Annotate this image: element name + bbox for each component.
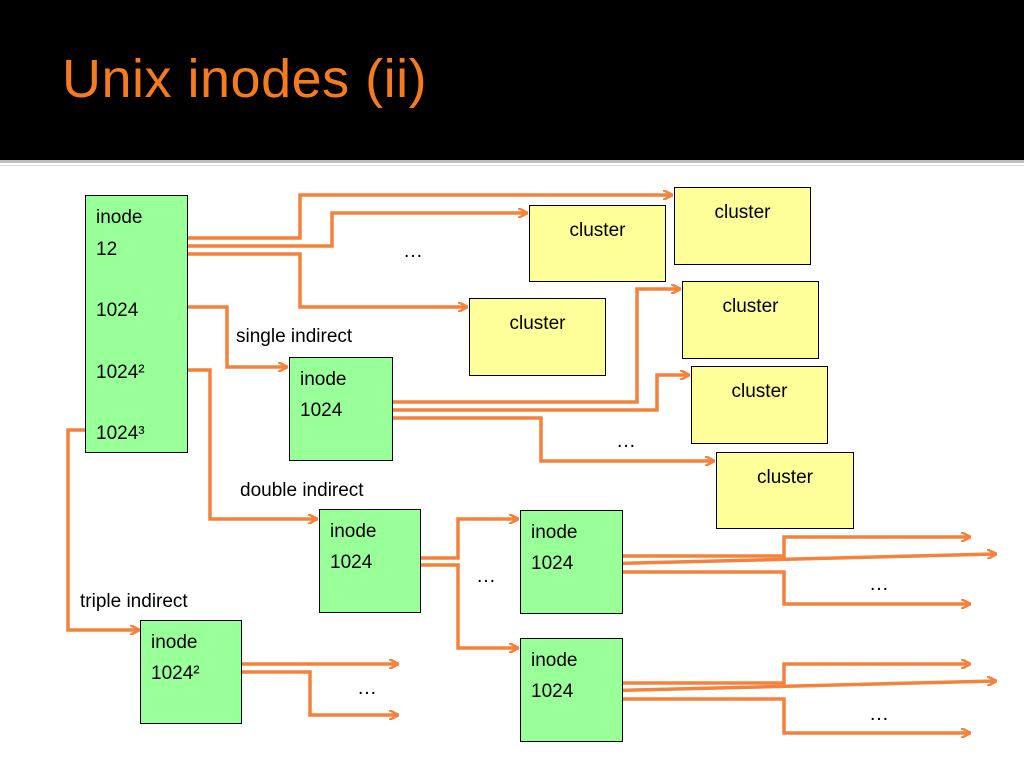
cluster-direct-1: cluster [674, 187, 811, 265]
arrow-dct-2 [596, 554, 996, 566]
single-inode-title: inode [300, 369, 347, 390]
cluster-single-3: cluster [716, 452, 854, 529]
cluster-single-2: cluster [691, 366, 828, 444]
cluster-direct-2: cluster [529, 205, 666, 282]
main-inode-row-triple: 1024³ [96, 423, 145, 444]
triple-inode-count: 1024² [151, 663, 200, 684]
main-inode-row-double: 1024² [96, 362, 145, 383]
arrow-single-3 [367, 416, 714, 461]
cluster-label: cluster [722, 296, 779, 317]
triple-inode-title: inode [151, 632, 198, 653]
double-child-bottom-title: inode [531, 650, 578, 671]
triple-indirect-inode-box: inode 1024² [140, 620, 242, 724]
double-indirect-inode-box: inode 1024 [319, 509, 421, 613]
double-inode-count: 1024 [330, 552, 373, 573]
header-divider-thin [0, 165, 1024, 166]
arrow-triple-indirect [66, 428, 139, 630]
arrow-double-1 [398, 519, 518, 560]
main-inode-box: inode 12 1024 1024² 1024³ [85, 195, 188, 453]
double-inode-title: inode [330, 521, 377, 542]
arrow-double-2 [398, 563, 518, 648]
title-bar [0, 0, 1024, 160]
label-triple-indirect: triple indirect [80, 591, 188, 612]
label-single-indirect: single indirect [236, 326, 353, 347]
arrow-dct-1 [597, 537, 970, 558]
single-inode-count: 1024 [300, 400, 343, 421]
cluster-direct-3: cluster [469, 298, 606, 376]
arrow-triple-2 [220, 670, 398, 715]
ellipsis-single: … [616, 430, 636, 452]
cluster-label: cluster [714, 202, 771, 223]
cluster-label: cluster [569, 220, 626, 241]
arrow-dcb-3 [597, 697, 970, 733]
arrow-single-2 [367, 375, 689, 412]
double-child-top-count: 1024 [531, 553, 574, 574]
main-inode-row-single: 1024 [96, 300, 139, 321]
main-inode-row-direct: 12 [96, 239, 118, 260]
arrow-direct-1 [137, 195, 672, 240]
arrow-single-indirect [162, 305, 287, 367]
arrow-dct-3 [597, 570, 970, 604]
ellipsis-double: … [476, 565, 496, 587]
cluster-label: cluster [731, 381, 788, 402]
cluster-label: cluster [757, 467, 813, 488]
arrow-double-indirect [178, 368, 317, 519]
single-indirect-inode-box: inode 1024 [289, 357, 393, 461]
double-child-bottom-count: 1024 [531, 681, 574, 702]
arrow-single-1 [367, 289, 680, 404]
double-child-inode-top: inode 1024 [520, 510, 623, 614]
main-inode-title: inode [96, 207, 143, 228]
ellipsis-double-child-top: … [869, 573, 889, 595]
header-divider [0, 160, 1024, 163]
cluster-single-1: cluster [682, 281, 819, 359]
ellipsis-triple: … [357, 677, 377, 699]
ellipsis-double-child-bottom: … [869, 703, 889, 725]
arrow-dcb-1 [597, 664, 970, 685]
arrow-direct-3 [137, 252, 467, 307]
double-child-inode-bottom: inode 1024 [520, 638, 623, 742]
label-double-indirect: double indirect [240, 480, 364, 501]
cluster-label: cluster [509, 313, 566, 334]
slide-title: Unix inodes (ii) [62, 49, 428, 109]
double-child-top-title: inode [531, 522, 578, 543]
ellipsis-direct: … [403, 240, 423, 262]
arrow-dcb-2 [596, 681, 996, 693]
arrow-direct-2 [137, 213, 527, 248]
